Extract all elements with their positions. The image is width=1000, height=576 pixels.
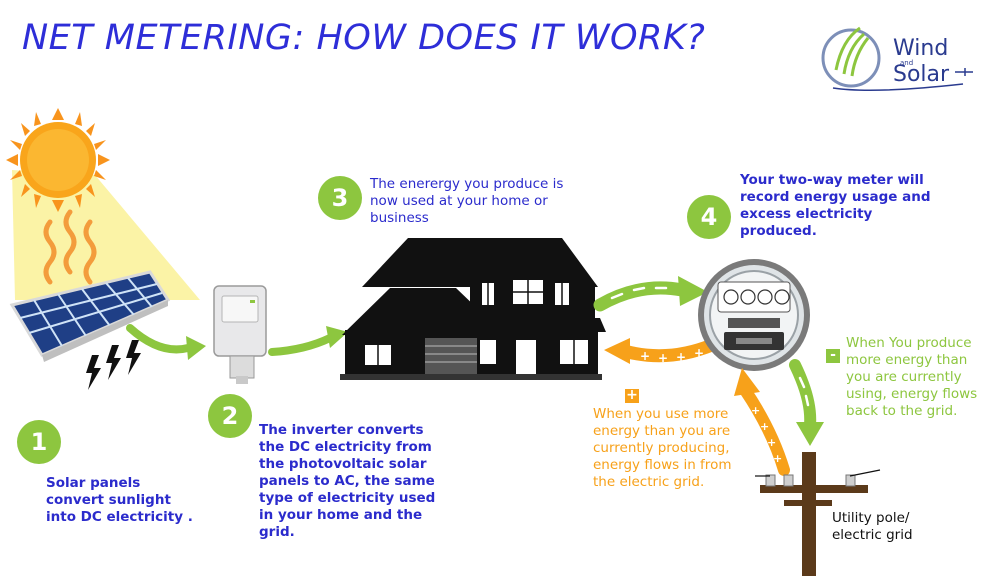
svg-text:+: + bbox=[767, 436, 776, 449]
step-3-badge: 3 bbox=[318, 176, 362, 220]
step-2-line: type of electricity used bbox=[259, 490, 435, 507]
step-3-line: now used at your home or bbox=[370, 193, 563, 210]
step-3-text: The enerergy you produce is now used at … bbox=[370, 176, 563, 227]
step-2-text: The inverter converts the DC electricity… bbox=[259, 422, 435, 541]
step-2-badge: 2 bbox=[208, 394, 252, 438]
export-note-line: using, energy flows bbox=[846, 386, 977, 403]
arrow-meter-to-pole bbox=[795, 365, 824, 446]
step-2-line: in your home and the bbox=[259, 507, 435, 524]
electric-meter-icon bbox=[698, 259, 810, 371]
step-4-line: produced. bbox=[740, 223, 931, 240]
svg-text:+: + bbox=[773, 452, 782, 465]
import-note-line: energy flows in from bbox=[593, 457, 731, 474]
step-2-line: The inverter converts bbox=[259, 422, 435, 439]
export-note-line: back to the grid. bbox=[846, 403, 977, 420]
svg-text:+: + bbox=[694, 346, 704, 360]
step-4-line: Your two-way meter will bbox=[740, 172, 931, 189]
step-2-line: the photovoltaic solar bbox=[259, 456, 435, 473]
step-4-line: record energy usage and bbox=[740, 189, 931, 206]
svg-text:+: + bbox=[676, 350, 686, 364]
step-1-text: Solar panels convert sunlight into DC el… bbox=[46, 475, 193, 526]
minus-sign-icon: - bbox=[826, 349, 840, 363]
svg-text:+: + bbox=[751, 404, 760, 417]
utility-pole-label-line: Utility pole/ bbox=[832, 510, 913, 527]
utility-pole-label: Utility pole/ electric grid bbox=[832, 510, 913, 544]
step-3-line: The enerergy you produce is bbox=[370, 176, 563, 193]
utility-pole-label-line: electric grid bbox=[832, 527, 913, 544]
logo-text-solar: Solar bbox=[893, 64, 949, 86]
step-2-line: grid. bbox=[259, 524, 435, 541]
import-note-line: the electric grid. bbox=[593, 474, 731, 491]
svg-text:+: + bbox=[760, 420, 769, 433]
house-icon bbox=[340, 238, 606, 380]
logo-text-wind: Wind bbox=[893, 38, 948, 60]
step-1-line: Solar panels bbox=[46, 475, 193, 492]
svg-text:+: + bbox=[640, 349, 650, 363]
export-note-line: more energy than bbox=[846, 352, 977, 369]
step-1-line: into DC electricity . bbox=[46, 509, 193, 526]
import-note-line: currently producing, bbox=[593, 440, 731, 457]
inverter-icon bbox=[214, 286, 266, 384]
arrow-pole-to-meter: ++++ bbox=[734, 368, 784, 470]
arrow-inverter-to-house bbox=[272, 326, 348, 352]
step-4-line: excess electricity bbox=[740, 206, 931, 223]
step-2-line: panels to AC, the same bbox=[259, 473, 435, 490]
arrow-meter-to-house: + + + + bbox=[604, 338, 712, 365]
page-title: NET METERING: HOW DOES IT WORK? bbox=[22, 18, 705, 58]
import-note-line: energy than you are bbox=[593, 423, 731, 440]
arrow-house-to-meter bbox=[600, 276, 708, 306]
export-note-line: you are currently bbox=[846, 369, 977, 386]
step-1-line: convert sunlight bbox=[46, 492, 193, 509]
svg-text:+: + bbox=[658, 351, 668, 365]
step-2-line: the DC electricity from bbox=[259, 439, 435, 456]
export-note-line: When You produce bbox=[846, 335, 977, 352]
import-note-line: When you use more bbox=[593, 406, 731, 423]
step-3-line: business bbox=[370, 210, 563, 227]
arrow-panel-to-inverter bbox=[130, 328, 206, 360]
plus-sign-icon: + bbox=[625, 389, 639, 403]
step-4-text: Your two-way meter will record energy us… bbox=[740, 172, 931, 240]
lightning-icon bbox=[86, 340, 141, 390]
import-note: When you use more energy than you are cu… bbox=[593, 406, 731, 491]
sun-icon bbox=[6, 108, 110, 212]
step-4-badge: 4 bbox=[687, 195, 731, 239]
step-1-badge: 1 bbox=[17, 420, 61, 464]
export-note: When You produce more energy than you ar… bbox=[846, 335, 977, 420]
